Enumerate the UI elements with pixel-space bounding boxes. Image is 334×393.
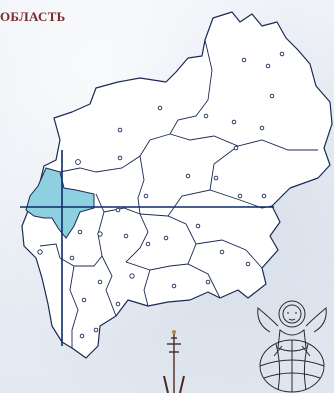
church-cross-icon [163, 330, 185, 393]
angel-globe-emblem-icon [257, 300, 327, 393]
locator-lines [20, 150, 274, 346]
highlighted-district[interactable] [25, 167, 95, 239]
settlement-markers [37, 51, 285, 339]
page-title: ОБЛАСТЬ [0, 9, 66, 24]
district-borders [39, 39, 318, 348]
